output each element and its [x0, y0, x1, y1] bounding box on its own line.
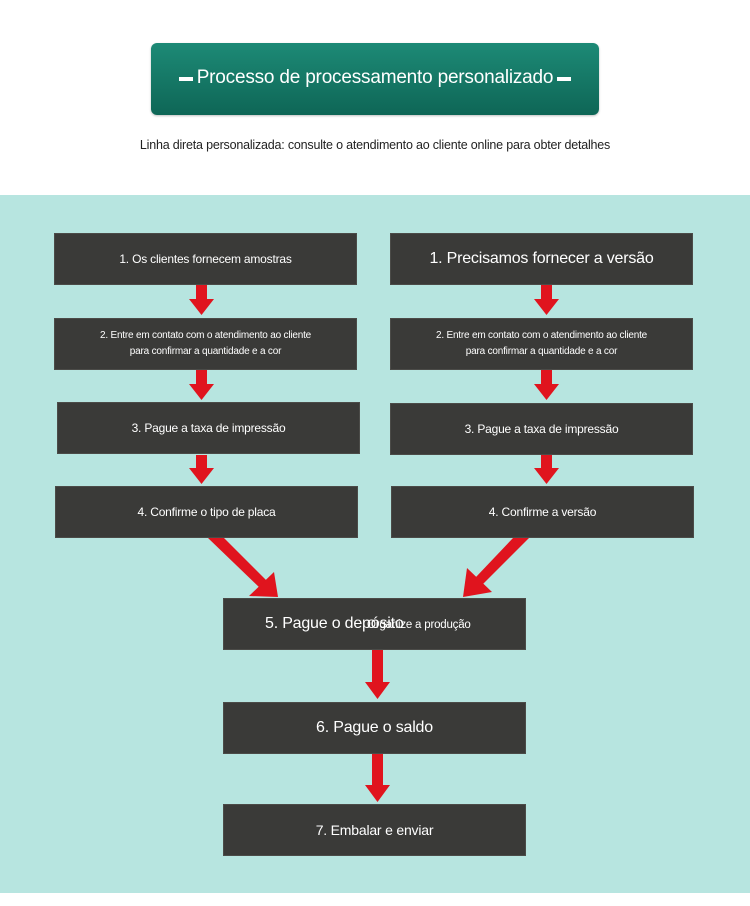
step-5: 5. Pague o depósito Organize a produção [223, 598, 526, 650]
arrow-5-6 [365, 650, 390, 699]
title-banner: Processo de processamento personalizado [151, 43, 599, 115]
arrow-right-2-3 [534, 370, 559, 400]
left-step-3: 3. Pague a taxa de impressão [57, 402, 360, 454]
step-5-label: 5. Pague o depósito [265, 615, 404, 632]
arrow-left-3-4 [189, 455, 214, 484]
page-title: Processo de processamento personalizado [196, 67, 554, 88]
left-step-2-label: 2. Entre em contato com o atendimento ao… [99, 330, 312, 357]
step-6: 6. Pague o saldo [223, 702, 526, 754]
left-step-1-label: 1. Os clientes fornecem amostras [119, 252, 292, 266]
arrow-right-1-2 [534, 285, 559, 315]
right-step-2: 2. Entre em contato com o atendimento ao… [390, 318, 693, 370]
left-step-2: 2. Entre em contato com o atendimento ao… [54, 318, 357, 370]
right-step-4-label: 4. Confirme a versão [488, 505, 597, 519]
dash-left-icon [179, 77, 193, 81]
arrow-left-4-5 [208, 538, 278, 597]
left-step-4-label: 4. Confirme o tipo de placa [137, 505, 276, 519]
arrow-right-4-5 [463, 538, 529, 597]
arrow-right-3-4 [534, 455, 559, 484]
left-step-3-label: 3. Pague a taxa de impressão [131, 421, 286, 435]
right-step-3: 3. Pague a taxa de impressão [390, 403, 693, 455]
arrow-left-1-2 [189, 285, 214, 315]
step-5-overlay-label: Organize a produção [367, 619, 471, 631]
arrow-6-7 [365, 754, 390, 802]
left-step-4: 4. Confirme o tipo de placa [55, 486, 358, 538]
hotline-subtitle: Linha direta personalizada: consulte o a… [139, 138, 611, 152]
left-step-1: 1. Os clientes fornecem amostras [54, 233, 357, 285]
right-step-1: 1. Precisamos fornecer a versão [390, 233, 693, 285]
dash-right-icon [557, 77, 571, 81]
step-7: 7. Embalar e enviar [223, 804, 526, 856]
right-step-4: 4. Confirme a versão [391, 486, 694, 538]
right-step-3-label: 3. Pague a taxa de impressão [464, 422, 619, 436]
right-step-1-label: 1. Precisamos fornecer a versão [429, 250, 654, 267]
right-step-2-label: 2. Entre em contato com o atendimento ao… [435, 330, 648, 357]
step-7-label: 7. Embalar e enviar [315, 822, 434, 838]
arrow-left-2-3 [189, 370, 214, 400]
step-6-label: 6. Pague o saldo [316, 719, 433, 736]
